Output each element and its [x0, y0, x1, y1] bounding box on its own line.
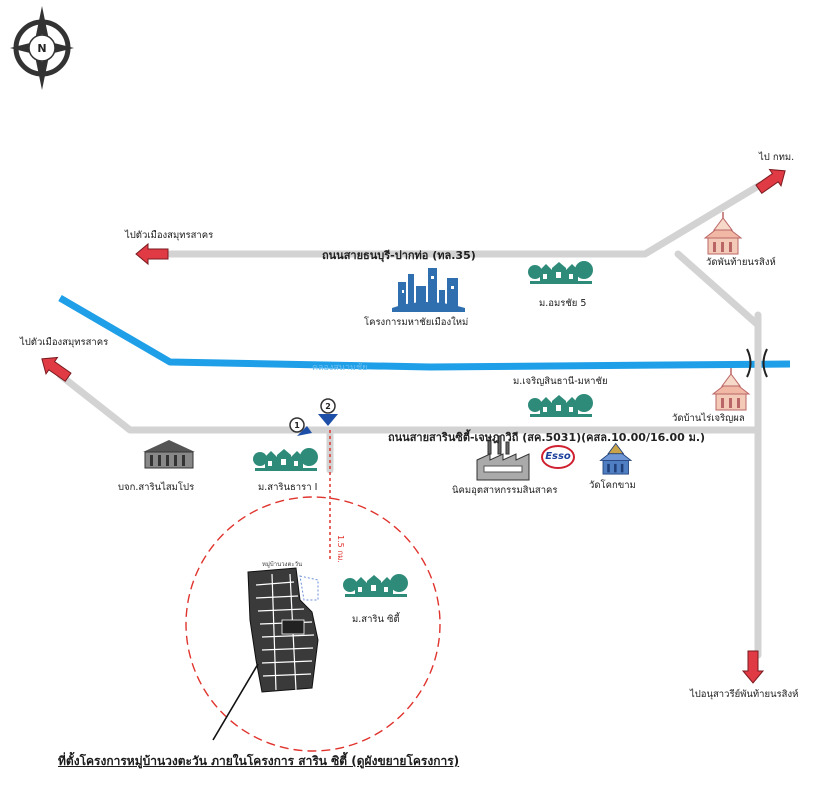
- wat-khok-kham-label: วัดโคกขาม: [589, 480, 636, 491]
- wat-phan-thai-label: วัดพันท้ายนรสิงห์: [706, 257, 776, 268]
- industrial-estate-label: นิคมอุตสาหกรรมสินสาคร: [452, 485, 558, 496]
- arrow-to-samut-sakhon-left-icon: [41, 356, 72, 382]
- wat-khok-kham-temple-icon: [599, 442, 633, 475]
- sarin-thara-house-icon: [253, 448, 318, 471]
- sarin-siam-building-icon: [143, 440, 195, 469]
- road-35-label: ถนนสายธนบุรี-ปากท่อ (ทล.35): [322, 249, 476, 262]
- road-5031: [56, 371, 762, 434]
- distance-label: 1.5 กม.: [336, 535, 345, 563]
- charoensin-house-icon: [528, 394, 593, 417]
- road-35: [166, 181, 764, 258]
- site-plan: หมู่บ้านวงตะวัน: [247, 561, 319, 693]
- road-5031-label: ถนนสายสารินซิตี้-เจษฎาวิถี (สค.5031)(คสล…: [388, 431, 706, 444]
- arrow-to-monument-icon: [741, 650, 765, 684]
- sarin-city-house-icon: [343, 574, 408, 597]
- mahachai-city-icon: [392, 268, 465, 312]
- site-leader-line: [212, 663, 259, 741]
- compass-letter: N: [37, 42, 46, 55]
- marker-1-label: 1: [294, 421, 300, 430]
- north-arrow-compass-icon: N: [10, 6, 74, 90]
- canal-label: คลองสนามชัย: [312, 363, 367, 373]
- arrow-to-samut-sakhon-top-icon: [135, 242, 169, 266]
- charoensin-label: ม.เจริญสินธานี-มหาชัย: [513, 376, 608, 387]
- industrial-estate-icon: [476, 435, 530, 481]
- road-35-connector: [674, 250, 762, 329]
- wat-rai-charoen-label: วัดบ้านไร่เจริญผล: [672, 413, 745, 424]
- esso-logo: Esso: [541, 445, 575, 469]
- bridge-icon: [746, 348, 768, 378]
- wat-rai-charoen-temple-icon: [712, 367, 750, 411]
- sarin-thara-label: ม.สารินธารา I: [258, 482, 318, 493]
- to-monument-label: ไปอนุสาวรีย์พันท้ายนรสิงห์: [690, 689, 799, 700]
- marker-2: 2: [318, 398, 338, 426]
- to-samut-sakhon-top-label: ไปตัวเมืองสมุทรสาคร: [125, 230, 214, 241]
- sarin-city-label: ม.สาริน ซิตี้: [352, 614, 400, 625]
- site-caption: ที่ตั้งโครงการหมู่บ้านวงตะวัน ภายในโครงก…: [58, 754, 460, 768]
- to-bangkok-label: ไป กทม.: [759, 152, 795, 163]
- amornchai-label: ม.อมรชัย 5: [539, 298, 587, 309]
- arrow-to-bangkok-icon: [755, 168, 786, 194]
- marker-2-label: 2: [325, 402, 331, 411]
- roads: [56, 181, 764, 659]
- to-samut-sakhon-left-label: ไปตัวเมืองสมุทรสาคร: [20, 337, 109, 348]
- site-circle: [185, 496, 441, 752]
- site-plan-label: หมู่บ้านวงตะวัน: [262, 561, 302, 568]
- sarin-siam-label: บจก.สารินไสมโปร: [118, 482, 195, 493]
- canal: [58, 294, 791, 371]
- amornchai-house-icon: [528, 261, 593, 284]
- marker-1: 1: [289, 417, 312, 436]
- mahachai-project-label: โครงการมหาชัยเมืองใหม่: [364, 317, 469, 328]
